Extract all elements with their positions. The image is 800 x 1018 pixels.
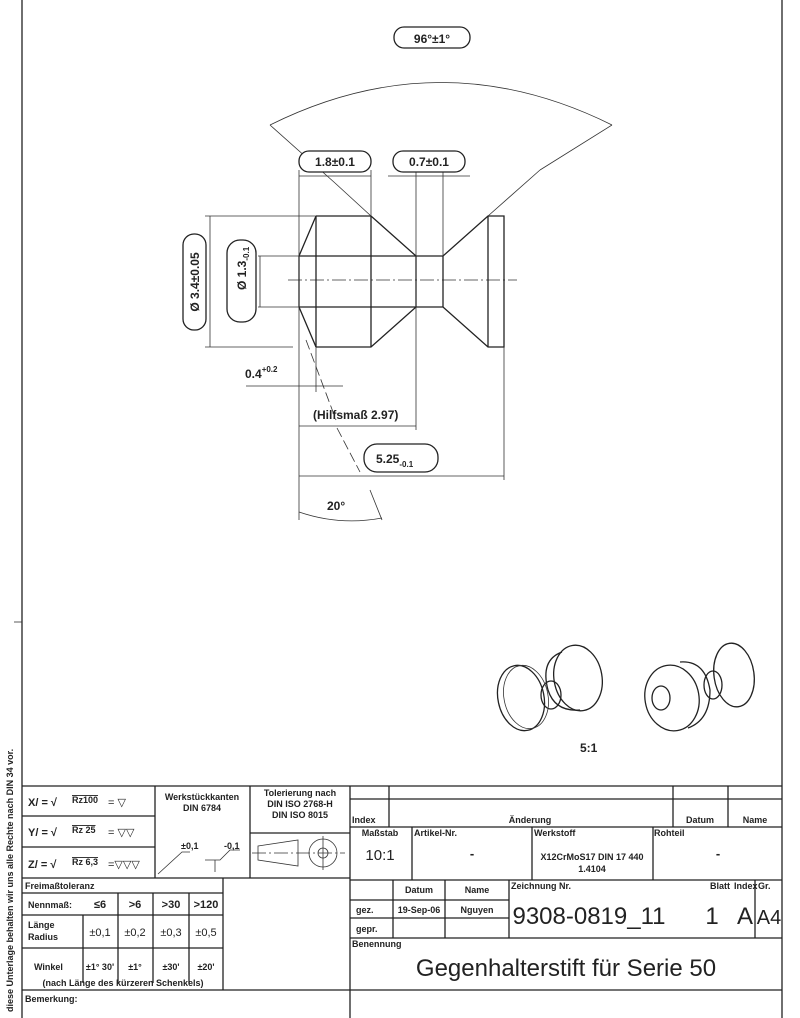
svg-text:Datum: Datum (405, 885, 433, 895)
svg-text:DIN 6784: DIN 6784 (183, 803, 221, 813)
svg-text:= ▽▽: = ▽▽ (108, 827, 135, 839)
svg-text:>30: >30 (162, 899, 181, 911)
copyright-note: diese Unterlage behalten wir uns alle Re… (5, 749, 15, 1012)
svg-text:Artikel-Nr.: Artikel-Nr. (414, 828, 457, 838)
svg-text:±1°: ±1° (128, 962, 142, 972)
svg-text:Rz 6,3: Rz 6,3 (72, 857, 98, 867)
svg-text:A4: A4 (757, 907, 781, 929)
svg-text:0.7±0.1: 0.7±0.1 (409, 155, 449, 169)
svg-text:(Hilfsmaß 2.97): (Hilfsmaß 2.97) (313, 408, 398, 422)
svg-text:Z/ = √: Z/ = √ (28, 859, 57, 871)
svg-text:Werkstoff: Werkstoff (534, 828, 576, 838)
svg-text:>120: >120 (194, 899, 219, 911)
svg-text:Name: Name (465, 885, 490, 895)
svg-text:gepr.: gepr. (356, 924, 378, 934)
svg-text:Name: Name (743, 815, 768, 825)
svg-text:Zeichnung Nr.: Zeichnung Nr. (511, 881, 571, 891)
svg-text:Länge: Länge (28, 920, 55, 930)
svg-text:X/ = √: X/ = √ (28, 797, 58, 809)
svg-text:20°: 20° (327, 499, 345, 513)
dim-auxiliary: (Hilfsmaß 2.97) (299, 408, 416, 427)
svg-text:19-Sep-06: 19-Sep-06 (398, 905, 441, 915)
svg-text:±0,1: ±0,1 (181, 841, 198, 851)
svg-text:-: - (716, 846, 720, 861)
svg-text:Änderung: Änderung (509, 815, 552, 825)
svg-text:A: A (737, 903, 753, 930)
svg-text:Gegenhalterstift für Serie 50: Gegenhalterstift für Serie 50 (416, 955, 716, 982)
svg-text:Rz 25: Rz 25 (72, 825, 96, 835)
svg-text:Datum: Datum (686, 815, 714, 825)
dim-dia-3-4: Ø 3.4±0.05 (182, 216, 211, 347)
svg-text:1: 1 (705, 903, 718, 930)
svg-text:Freimaßtoleranz: Freimaßtoleranz (25, 881, 95, 891)
dim-1-8: 1.8±0.1 (298, 150, 372, 177)
svg-text:Werkstückkanten: Werkstückkanten (165, 792, 239, 802)
svg-text:±0,1: ±0,1 (89, 927, 110, 939)
svg-text:Rohteil: Rohteil (654, 828, 685, 838)
title-block-left: X/ = √ Rz100 = ▽ Y/ = √ Rz 25 = ▽▽ Z/ = … (22, 785, 782, 1018)
svg-text:±1° 30': ±1° 30' (86, 962, 114, 972)
svg-text:Winkel: Winkel (34, 962, 63, 972)
svg-text:0.4+0.2: 0.4+0.2 (245, 365, 278, 381)
svg-text:±30': ±30' (162, 962, 179, 972)
svg-text:Radius: Radius (28, 932, 58, 942)
title-block-right: Index Änderung Datum Name Maßstab 10:1 A… (350, 786, 782, 991)
svg-text:96°±1°: 96°±1° (414, 32, 450, 46)
svg-text:-: - (470, 846, 474, 861)
svg-text:Blatt: Blatt (710, 881, 730, 891)
svg-text:≤6: ≤6 (94, 899, 106, 911)
isometric-view-right: 5:1 (580, 642, 755, 755)
svg-text:±0,2: ±0,2 (124, 927, 145, 939)
dim-0-7: 0.7±0.1 (388, 150, 470, 177)
svg-text:5.25-0.1: 5.25-0.1 (376, 452, 414, 469)
svg-text:9308-0819_11: 9308-0819_11 (512, 903, 665, 930)
svg-text:gez.: gez. (356, 905, 374, 915)
svg-text:Nguyen: Nguyen (460, 905, 493, 915)
svg-text:=▽▽▽: =▽▽▽ (108, 859, 140, 871)
svg-text:Bemerkung:: Bemerkung: (25, 994, 78, 1004)
extension-lines (205, 170, 505, 520)
dim-chamfer: 0.4+0.2 (245, 339, 343, 421)
svg-text:X12CrMoS17 DIN 17 440: X12CrMoS17 DIN 17 440 (540, 852, 643, 862)
svg-text:±20': ±20' (197, 962, 214, 972)
svg-text:Tolerierung nach: Tolerierung nach (264, 788, 336, 798)
svg-text:Index: Index (352, 815, 376, 825)
svg-text:1.4104: 1.4104 (578, 864, 606, 874)
isometric-view-left (496, 644, 603, 732)
svg-text:Y/ = √: Y/ = √ (28, 827, 58, 839)
dim-dia-1-3: Ø 1.3-0.1 (226, 239, 261, 323)
svg-text:Maßstab: Maßstab (362, 828, 399, 838)
svg-text:= ▽: = ▽ (108, 797, 126, 809)
svg-text:Rz100: Rz100 (72, 795, 98, 805)
svg-text:1.8±0.1: 1.8±0.1 (315, 155, 355, 169)
svg-text:Nennmaß:: Nennmaß: (28, 900, 72, 910)
svg-text:Benennung: Benennung (352, 939, 402, 949)
svg-text:(nach Länge des kürzeren Schen: (nach Länge des kürzeren Schenkels) (42, 978, 203, 988)
svg-text:Ø 3.4±0.05: Ø 3.4±0.05 (188, 252, 202, 312)
svg-text:10:1: 10:1 (365, 847, 394, 864)
svg-text:±0,5: ±0,5 (195, 927, 216, 939)
svg-text:>6: >6 (129, 899, 142, 911)
svg-text:DIN ISO 8015: DIN ISO 8015 (272, 810, 328, 820)
dim-angle-20: 20° (298, 489, 383, 522)
svg-text:DIN ISO 2768-H: DIN ISO 2768-H (267, 799, 333, 809)
svg-text:Gr.: Gr. (758, 881, 771, 891)
svg-text:5:1: 5:1 (580, 741, 598, 755)
part-side-view (288, 169, 541, 348)
svg-text:Index: Index (734, 881, 758, 891)
svg-text:-0,1: -0,1 (224, 841, 240, 851)
svg-text:Ø 1.3-0.1: Ø 1.3-0.1 (235, 246, 251, 290)
dim-total-length: 5.25-0.1 (299, 427, 504, 477)
svg-text:±0,3: ±0,3 (160, 927, 181, 939)
